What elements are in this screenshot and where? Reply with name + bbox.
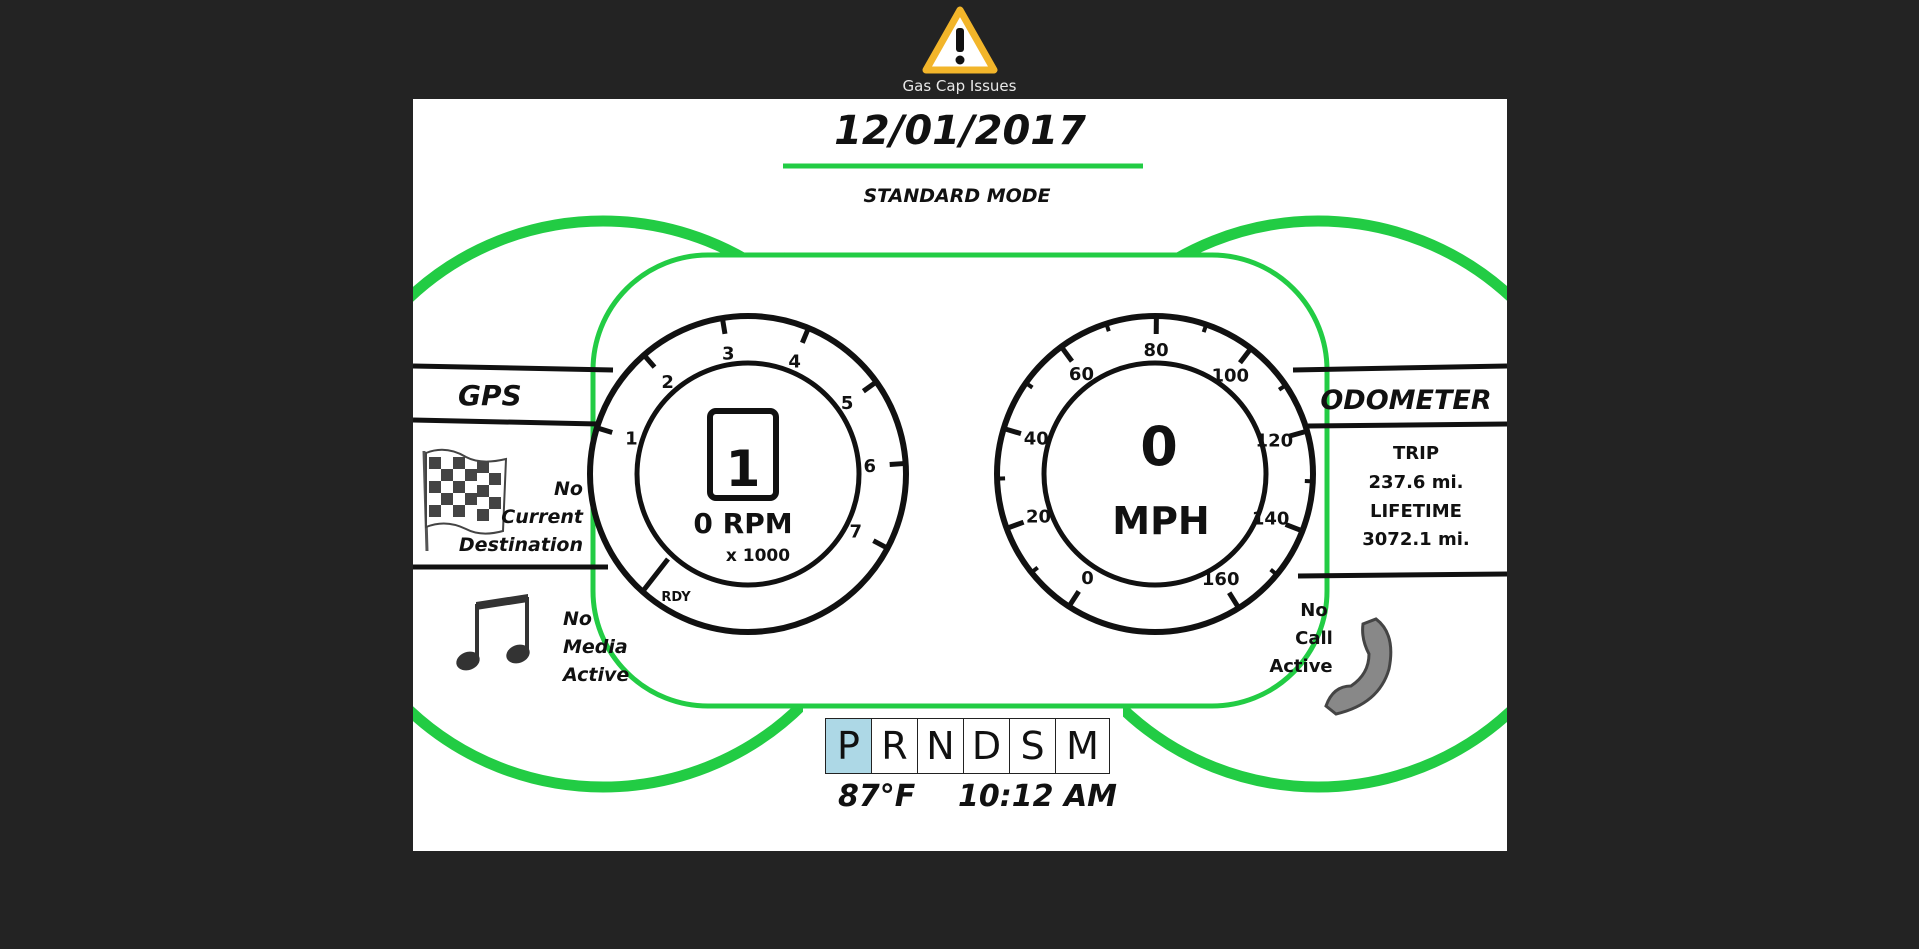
speed-value: 0 [1140,415,1178,478]
clock-readout: 10:12 AM [958,779,1118,814]
lifetime-label: LIFETIME [1370,501,1462,522]
tach-tick-label: 5 [841,393,854,414]
warning-indicator[interactable]: Gas Cap Issues [0,6,1919,95]
speed-tick-label: 60 [1069,364,1094,385]
speed-tick-major [1227,591,1241,610]
tach-tick [642,353,657,369]
tach-tick-label: 4 [788,351,801,372]
speed-tick-label: 160 [1202,569,1240,590]
gear-r[interactable]: R [872,719,918,773]
temperature-readout: 87°F [838,779,916,814]
dashboard-graphics: 1 2 3 4 5 6 7 0 20 40 60 80 100 120 140 160 [413,163,1507,804]
phone-handset-icon [1324,617,1393,716]
speed-tick-label: 120 [1256,430,1294,451]
warning-triangle-icon [922,6,997,74]
speed-tick-major [1284,522,1304,534]
speed-tick-label: 20 [1026,507,1051,528]
tach-tick-label: 6 [863,456,876,477]
phone-status-line-1: No [1300,600,1327,621]
gear-display: 1 [726,440,761,498]
trip-value: 237.6 mi. [1369,472,1464,493]
speed-tick-minor [1024,381,1034,390]
gear-n[interactable]: N [918,719,964,773]
rpm-text: 0 RPM [693,507,792,540]
speed-tick-label: 0 [1081,568,1094,589]
tach-tick [889,460,906,468]
tach-tick-label: 3 [722,344,735,365]
warning-label: Gas Cap Issues [902,77,1017,95]
media-status-line-3: Active [561,664,629,686]
speed-tick-minor [1269,567,1279,577]
rpm-multiplier: x 1000 [726,546,790,566]
dashboard-panel: 1 2 3 4 5 6 7 0 20 40 60 80 100 120 140 160 [413,99,1507,851]
speed-tick-minor [1277,383,1287,392]
speedometer: 0 20 40 60 80 100 120 140 160 [994,313,1316,635]
tach-tick [596,425,613,435]
speed-tick-major [1002,426,1022,437]
speed-tick-major [1059,345,1074,363]
speed-tick-label: 80 [1144,340,1169,361]
speed-tick-major [1237,346,1253,365]
checkered-flag-icon [422,448,508,552]
gear-m[interactable]: M [1066,724,1099,768]
speed-tick-major [1066,590,1081,608]
tach-tick [872,538,889,551]
gps-status-line-1: No [554,478,583,500]
speed-tick-minor [1201,323,1209,333]
speed-tick-label: 40 [1024,428,1049,449]
dashboard-text: 12/01/2017 STANDARD MODE GPS No Current … [458,108,1492,686]
speed-tick-label: 100 [1211,365,1249,386]
music-note-icon [456,594,530,671]
speed-tick-major [1005,519,1025,531]
tach-tick [800,327,811,344]
speed-tick-minor [1030,565,1039,575]
speed-tick-label: 140 [1252,509,1290,530]
gps-title: GPS [458,379,522,412]
tach-tick-label: 7 [849,521,862,542]
media-status-line-1: No [563,608,592,630]
left-panel-lines [413,363,614,570]
trip-label: TRIP [1393,443,1439,464]
gear-d[interactable]: D [964,719,1010,773]
gps-status-line-2: Current [501,506,584,528]
odometer-title: ODOMETER [1320,385,1491,416]
tach-tick-label: 2 [661,372,674,393]
gps-status-line-3: Destination [459,534,583,556]
right-panel-lines [1292,363,1507,579]
gear-s[interactable]: S [1010,719,1056,773]
media-status-line-2: Media [563,636,628,658]
speed-unit: MPH [1112,499,1209,543]
date-text: 12/01/2017 [834,108,1086,154]
lifetime-value: 3072.1 mi. [1362,529,1470,550]
ready-label: RDY [661,590,691,605]
phone-status-line-3: Active [1269,656,1332,677]
tach-tick [719,317,728,335]
speed-tick-major [1289,428,1308,439]
mode-text: STANDARD MODE [863,185,1050,207]
tach-tick [861,379,878,394]
phone-status-line-2: Call [1295,628,1333,649]
speed-tick-minor [1104,323,1111,332]
gear-p[interactable]: P [826,719,872,773]
tach-tick-label: 1 [625,428,638,449]
tachometer: 1 2 3 4 5 6 7 [587,313,909,635]
